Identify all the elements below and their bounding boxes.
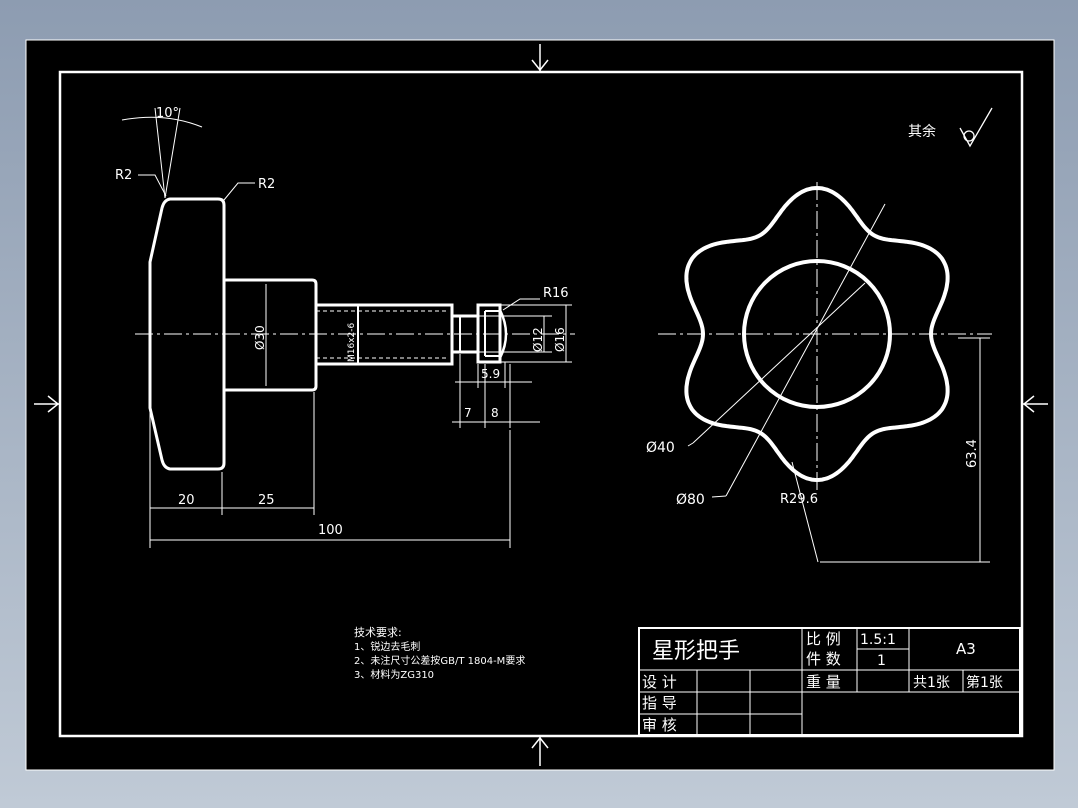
surface-note-label: 其余 [908, 123, 936, 140]
weight-label: 重 量 [806, 673, 841, 691]
h634-label: 63.4 [965, 439, 980, 468]
d25-label: 25 [258, 493, 275, 508]
total-sheets: 共1张 [913, 675, 950, 691]
end-radius [498, 309, 508, 359]
d7-label: 7 [464, 406, 472, 420]
diameter-leaders [687, 203, 886, 563]
review-label: 审 核 [642, 716, 677, 734]
hub-outline [224, 278, 318, 392]
tech-note-item: 3、材料为ZG310 [354, 668, 434, 681]
d20-label: 20 [178, 493, 195, 508]
r2-left-label: R2 [115, 168, 132, 183]
inner-circle [742, 259, 892, 409]
d30-label: Ø30 [253, 325, 267, 350]
part-name: 星形把手 [652, 639, 740, 664]
r16-leader [502, 298, 540, 311]
scale-value: 1.5:1 [860, 632, 896, 648]
d7-d8-dims [452, 354, 540, 428]
title-block-border [638, 627, 1021, 736]
d100-label: 100 [318, 523, 343, 538]
roughness-symbol [959, 107, 993, 148]
d16-label: Ø16 [553, 327, 567, 352]
tech-note-item: 2、未注尺寸公差按GB/T 1804-M要求 [354, 654, 525, 667]
tech-notes-title: 技术要求: [354, 626, 402, 639]
tech-note-item: 1、锐边去毛刺 [354, 640, 420, 653]
r2-right-label: R2 [258, 177, 275, 192]
r296-label: R29.6 [780, 492, 818, 507]
angle-dim [121, 107, 203, 199]
d12-label: Ø12 [531, 327, 545, 352]
count-label: 件 数 [806, 650, 841, 668]
h634-dim [820, 337, 990, 563]
r2-right-leader [223, 182, 255, 201]
title-block: 星形把手 比 例 1.5:1 件 数 1 A3 重 量 共1张 第1张 设 计 … [638, 627, 1021, 736]
side-view: 10° R2 R2 R16 Ø30 M16x2-6 Ø12 Ø16 [115, 106, 575, 548]
d59-dim [455, 362, 532, 388]
bottom-dims [149, 392, 511, 548]
centering-marks [34, 44, 1048, 766]
count-value: 1 [877, 653, 886, 669]
design-label: 设 计 [642, 673, 677, 691]
d80-label: Ø80 [676, 492, 705, 508]
d12-d16-dims [478, 304, 572, 363]
r2-left-leader [138, 174, 167, 197]
title-block-grid [639, 628, 1020, 735]
knob-head-outline [148, 197, 226, 471]
angle-label: 10° [156, 106, 179, 121]
front-view: Ø40 Ø80 R29.6 63.4 [646, 182, 992, 563]
guide-label: 指 导 [642, 694, 677, 712]
d8-label: 8 [491, 406, 499, 420]
r16-label: R16 [543, 286, 569, 301]
collar-inner [484, 310, 500, 357]
tech-notes: 技术要求: 1、锐边去毛刺 2、未注尺寸公差按GB/T 1804-M要求 3、材… [354, 626, 525, 681]
sheet-number: 第1张 [966, 674, 1003, 691]
d59-label: 5.9 [481, 367, 500, 381]
scale-label: 比 例 [806, 630, 841, 648]
star-outline [684, 185, 950, 483]
shaft-outline [316, 303, 454, 366]
sheet-size: A3 [956, 640, 976, 658]
thread-label: M16x2-6 [347, 322, 357, 362]
d40-label: Ø40 [646, 440, 675, 456]
